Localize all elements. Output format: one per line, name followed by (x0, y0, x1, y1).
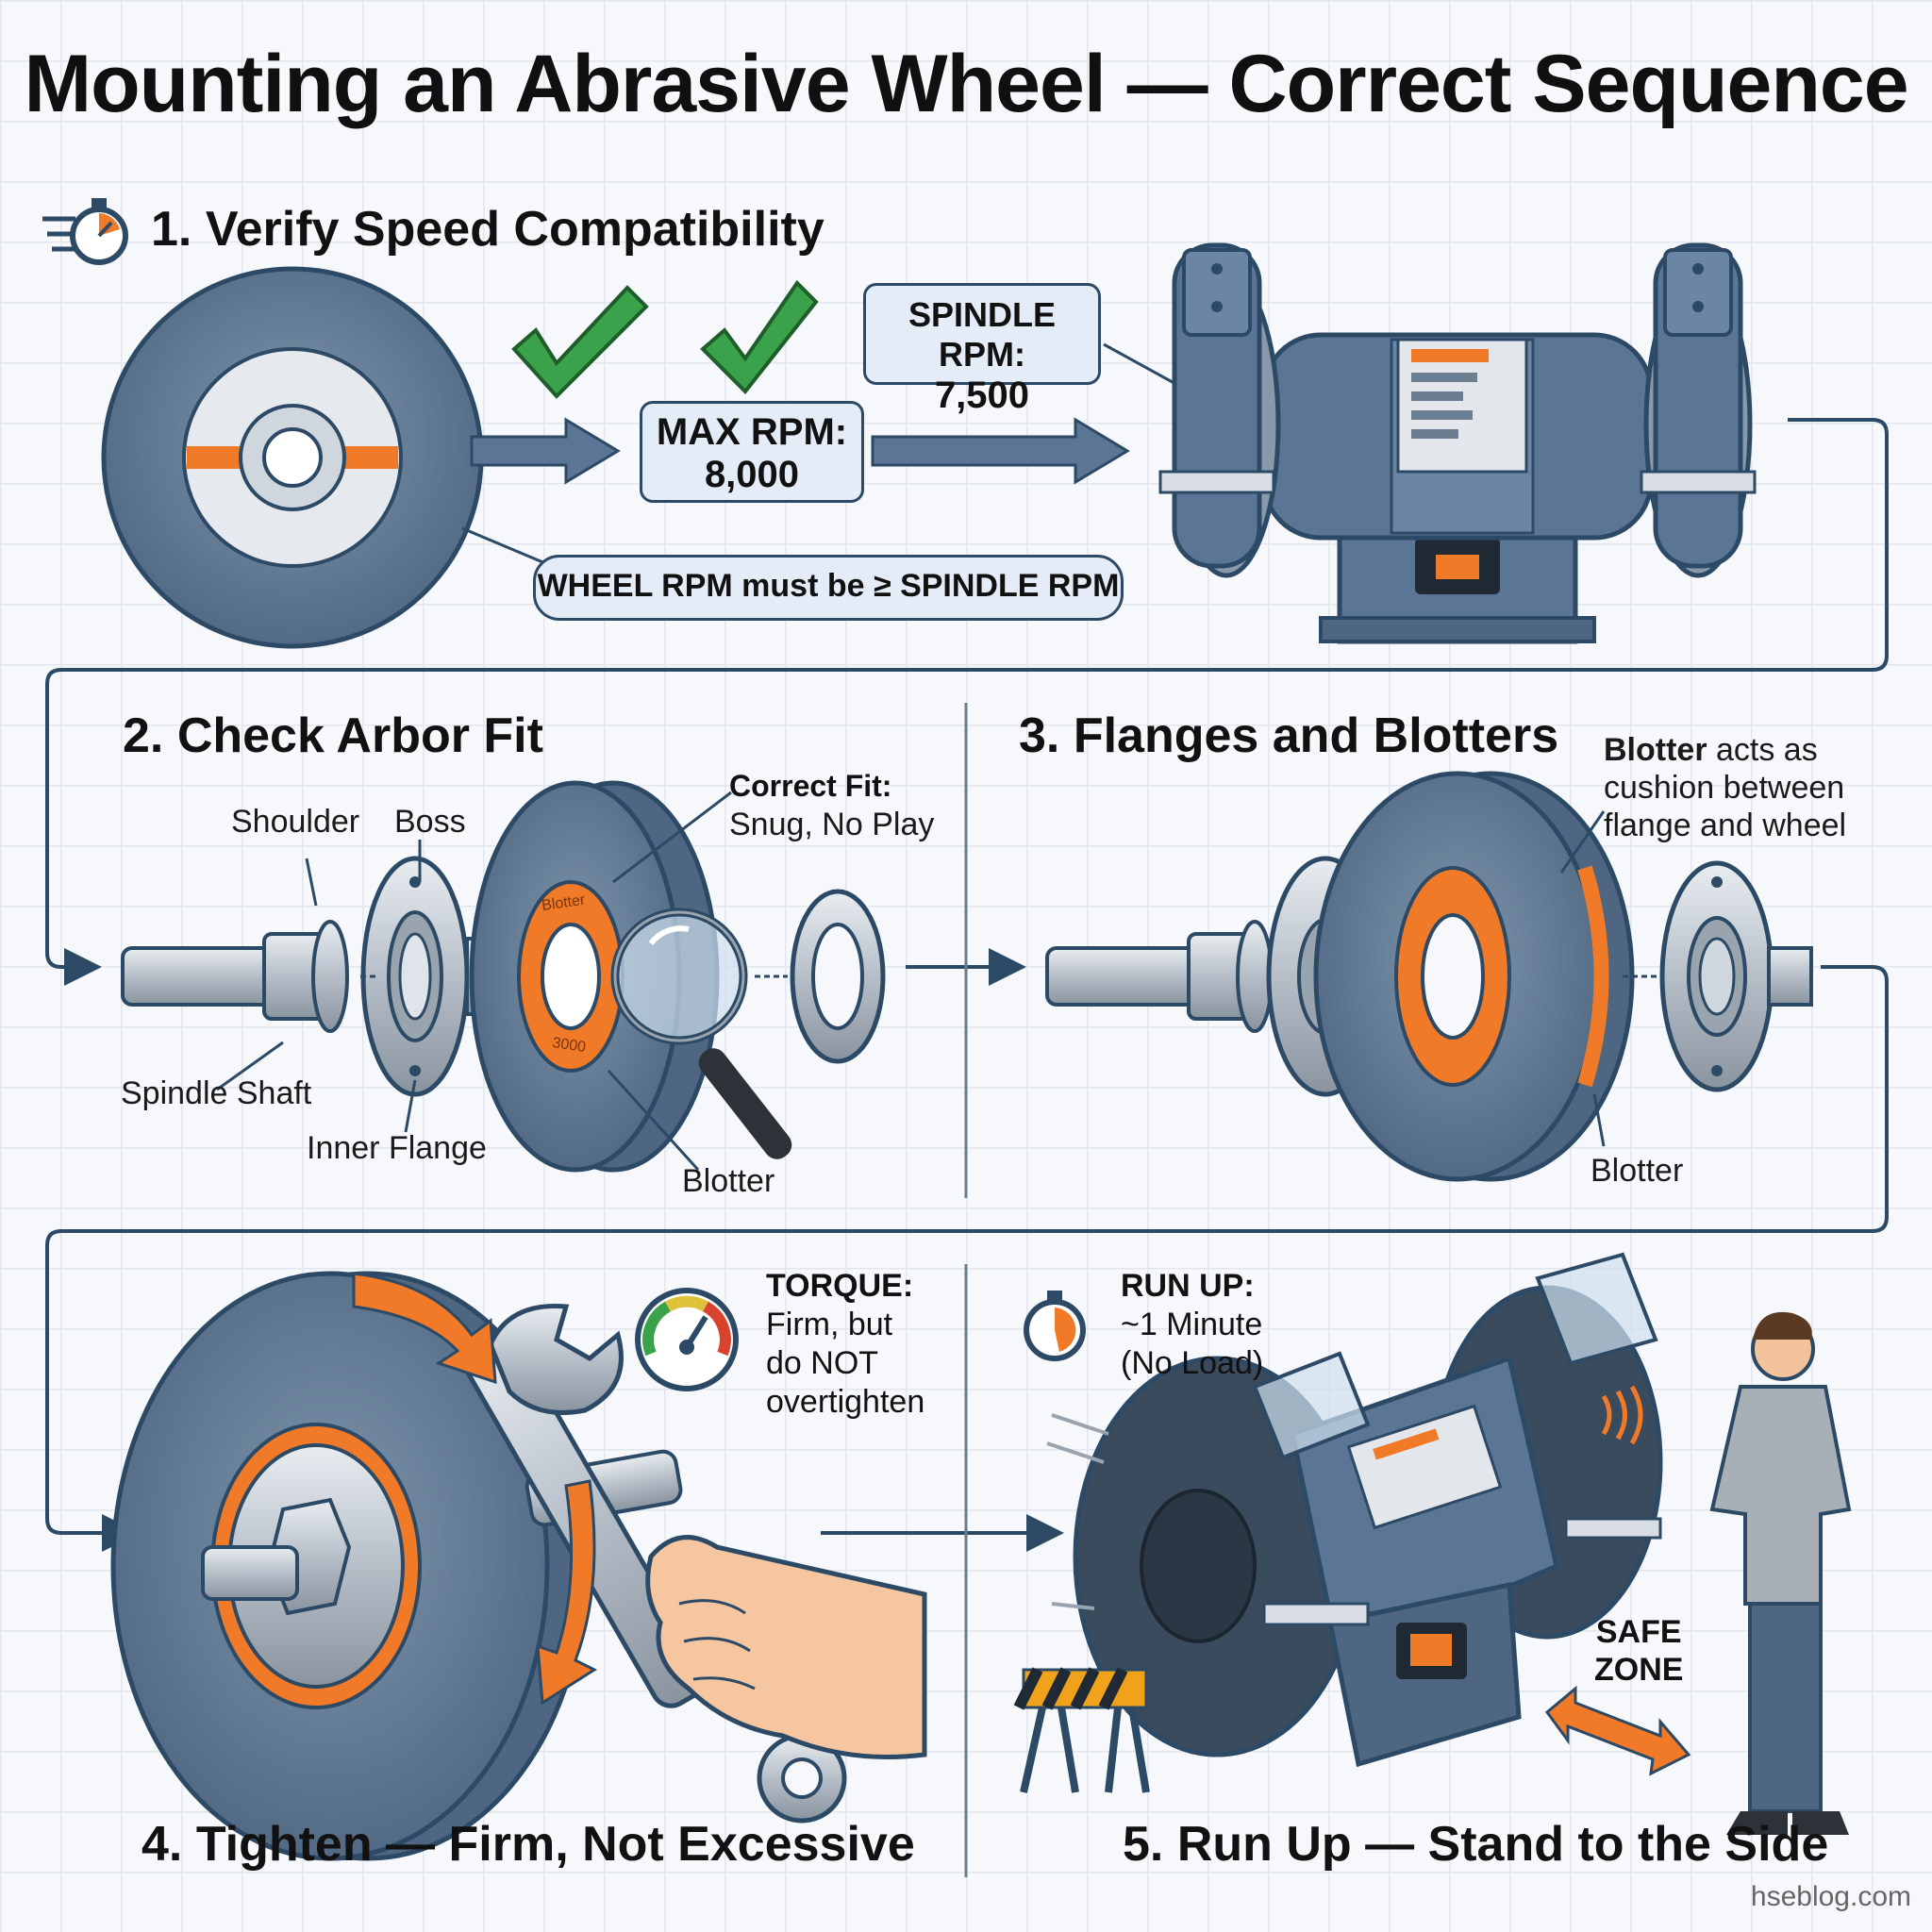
max-rpm-label: MAX RPM: (656, 411, 848, 453)
flow-arrow (470, 417, 1130, 485)
rpm-rule-box: WHEEL RPM must be ≥ SPINDLE RPM (533, 555, 1124, 621)
callout-line (461, 526, 553, 568)
stopwatch-icon (1024, 1291, 1086, 1361)
blotter-note-line3: flange and wheel (1604, 808, 1847, 843)
safe-zone-line-1: SAFE (1595, 1614, 1682, 1650)
check-mark-icon (511, 279, 819, 399)
barrier-icon (1013, 1667, 1150, 1793)
step-1-title: 1. Verify Speed Compatibility (151, 202, 824, 257)
stopwatch-icon (42, 198, 128, 265)
torque-line-2: do NOT (766, 1345, 879, 1381)
callout-lines-step3 (1559, 810, 1606, 1147)
blotter-note: Blotter acts as cushion between flange a… (1604, 731, 1846, 844)
spindle-rpm-box: SPINDLE RPM: 7,500 (863, 283, 1101, 416)
blotter-note-line2: cushion between (1604, 770, 1845, 806)
safe-zone-label: SAFE ZONE (1594, 1613, 1683, 1689)
footer-credit: hseblog.com (1750, 1881, 1911, 1912)
callout-lines-step2 (216, 791, 732, 1172)
run-up-line-1: ~1 Minute (1121, 1307, 1263, 1342)
speed-lines (1046, 1413, 1109, 1610)
blotter-note-bold: Blotter (1604, 732, 1707, 768)
step-2-title: 2. Check Arbor Fit (123, 708, 543, 763)
correct-fit-title: Correct Fit: (729, 769, 892, 803)
spindle-shaft-label: Spindle Shaft (121, 1075, 312, 1111)
flow-connector (45, 418, 1889, 1552)
torque-title: TORQUE: (766, 1268, 914, 1304)
safe-zone-arrow-icon (1544, 1685, 1691, 1776)
safe-zone-line-2: ZONE (1594, 1652, 1684, 1688)
outer-flange-icon (755, 889, 886, 1064)
step-5-title: 5. Run Up — Stand to the Side (1123, 1817, 1829, 1872)
boss-label: Boss (394, 804, 466, 840)
magnifying-glass-icon (610, 908, 792, 1159)
max-rpm-box: MAX RPM: 8,000 (640, 401, 864, 503)
torque-note: TORQUE: Firm, but do NOT overtighten (766, 1267, 924, 1422)
blotter-label: Blotter (682, 1163, 775, 1199)
flange-blotter-assembly-icon (1045, 771, 1813, 1182)
spindle-assembly-icon (121, 856, 507, 1097)
step-4-title: 4. Tighten — Firm, Not Excessive (142, 1817, 915, 1872)
inner-flange-label: Inner Flange (307, 1130, 487, 1166)
page-title: Mounting an Abrasive Wheel — Correct Seq… (24, 39, 1908, 129)
blotter-print-top: Blotter (541, 892, 587, 914)
abrasive-wheel-icon (101, 266, 484, 649)
blotter-print-bottom: 3000 (551, 1035, 587, 1056)
max-rpm-value: 8,000 (704, 454, 800, 495)
torque-gauge-icon (635, 1288, 739, 1391)
blotter-label-step3: Blotter (1591, 1153, 1684, 1189)
rotation-arrow-icon (352, 1272, 598, 1706)
run-up-title: RUN UP: (1121, 1268, 1255, 1304)
running-grinder-icon (1073, 1252, 1663, 1768)
torque-line-1: Firm, but (766, 1307, 893, 1342)
bench-grinder-icon (1158, 242, 1757, 644)
spindle-rpm-label: SPINDLE RPM: (908, 295, 1057, 374)
correct-fit-text: Snug, No Play (729, 807, 935, 842)
run-up-line-2: (No Load) (1121, 1345, 1264, 1381)
tightening-assembly-icon (110, 1271, 683, 1861)
person-icon (1709, 1311, 1852, 1835)
vibration-marks (1601, 1385, 1643, 1445)
step-3-title: 3. Flanges and Blotters (1019, 708, 1559, 763)
blotter-note-line1: acts as (1707, 732, 1818, 768)
torque-line-3: overtighten (766, 1384, 925, 1420)
spindle-rpm-value: 7,500 (934, 375, 1030, 416)
hand-icon (645, 1535, 927, 1759)
run-up-note: RUN UP: ~1 Minute (No Load) (1121, 1267, 1263, 1383)
shoulder-label: Shoulder (231, 804, 360, 840)
